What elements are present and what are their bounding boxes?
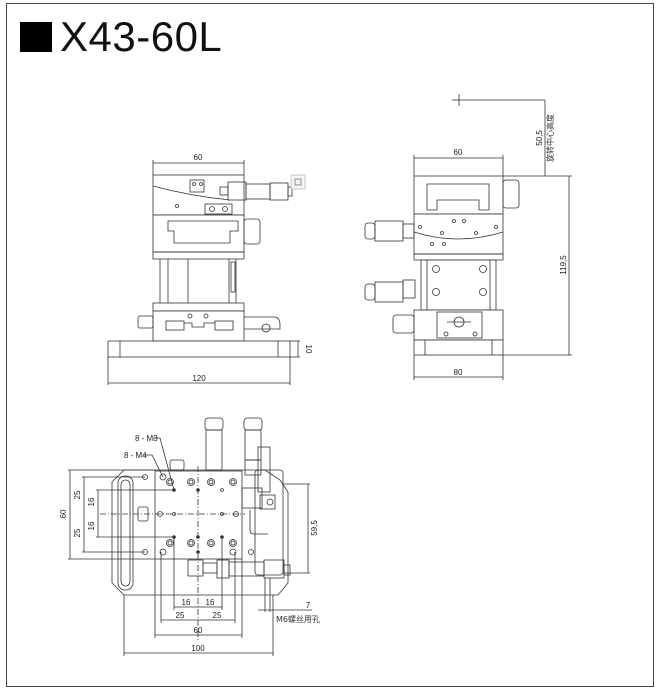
drawing-title: X43-60L: [20, 16, 222, 58]
dim-right-59-5: 59,5: [310, 520, 319, 536]
title-square-marker: [20, 22, 52, 52]
label-8-m3: 8 - M3: [135, 434, 158, 443]
expand-icon[interactable]: [290, 174, 306, 190]
dim-bottom-60: 60: [194, 626, 203, 635]
side-dim-rotation-center: 50,5: [535, 130, 544, 146]
dim-bottom-25-left: 25: [176, 611, 185, 620]
label-8-m4: 8 - M4: [124, 451, 147, 460]
m6-screw-hole-note: M6螺丝用孔: [276, 614, 320, 624]
side-dim-base-width: 80: [454, 368, 463, 377]
dim-left-25-bottom: 25: [73, 528, 82, 537]
model-name: X43-60L: [60, 13, 223, 60]
side-view: [364, 94, 572, 380]
dim-side-7: 7: [306, 601, 311, 610]
dim-left-60: 60: [59, 509, 68, 518]
dim-bottom-16-left: 16: [182, 598, 191, 607]
front-dim-base-width: 120: [192, 374, 206, 383]
dim-bottom-16-right: 16: [206, 598, 215, 607]
front-dim-top-width: 60: [194, 153, 203, 162]
front-dim-base-height: 10: [304, 345, 313, 354]
dim-left-25-top: 25: [73, 490, 82, 499]
dim-bottom-25-right: 25: [213, 611, 222, 620]
front-view: [107, 160, 306, 385]
top-view: [68, 417, 312, 656]
side-dim-top-width: 60: [454, 148, 463, 157]
rotation-center-label: 旋转中心高度: [545, 114, 555, 162]
dim-left-16-top: 16: [87, 497, 96, 506]
dim-left-16-bottom: 16: [87, 521, 96, 530]
dim-bottom-100: 100: [191, 644, 205, 653]
side-dim-total-height: 119,5: [559, 255, 568, 275]
